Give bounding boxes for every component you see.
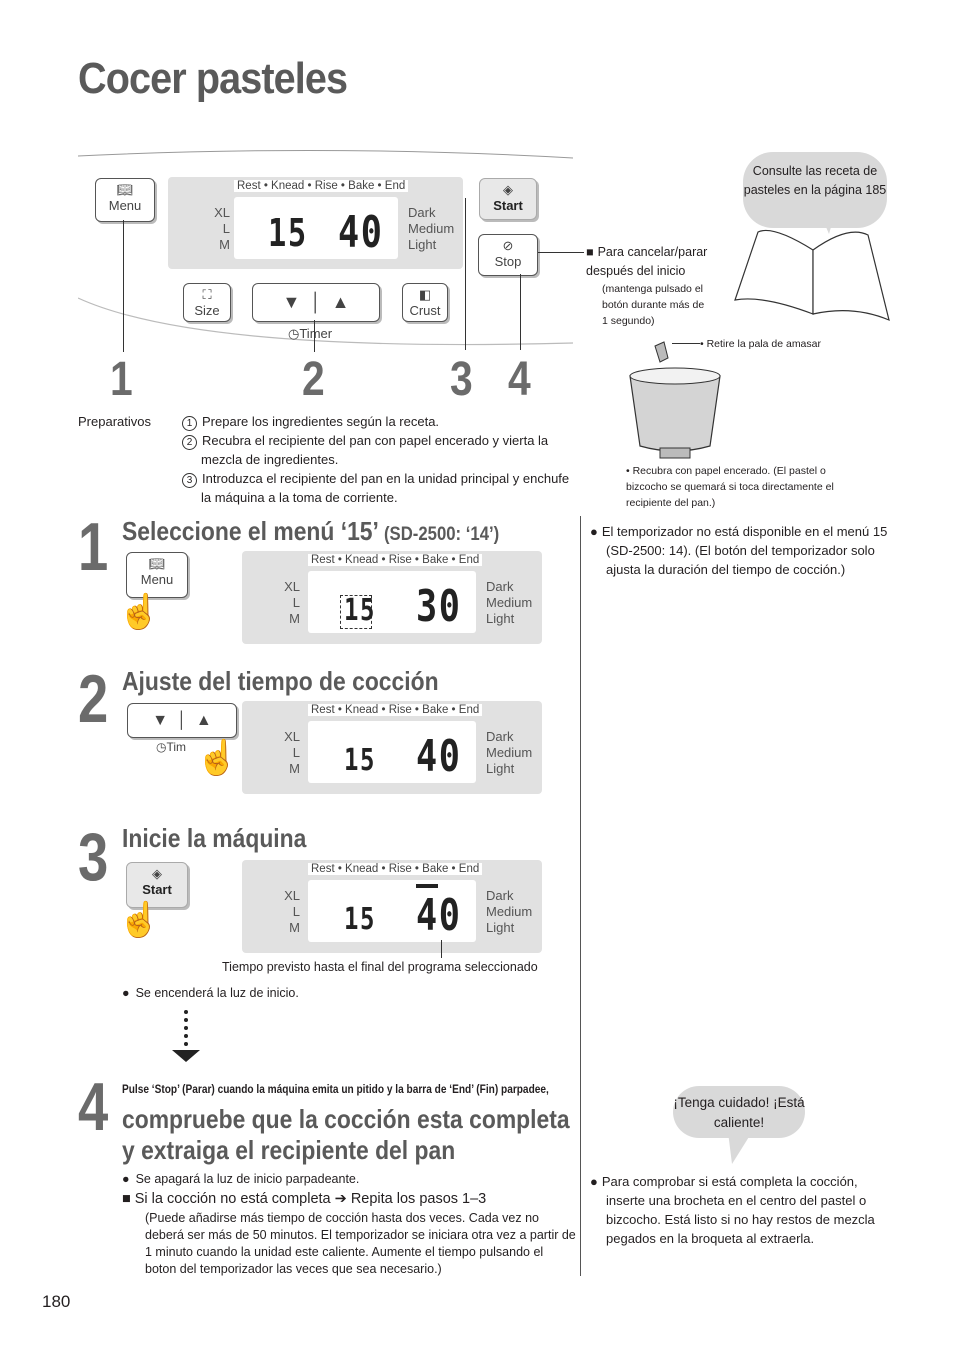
step-3-time: 40 bbox=[416, 890, 462, 941]
menu-button[interactable]: 📖︎ Menu bbox=[95, 178, 155, 222]
callout-1: 1 bbox=[110, 353, 133, 406]
recipe-book-icon bbox=[734, 220, 890, 322]
up-arrow-icon: ▲ bbox=[195, 712, 212, 729]
step-4-pre: Pulse ‘Stop’ (Parar) cuando la máquina e… bbox=[122, 1084, 549, 1096]
callout-4: 4 bbox=[508, 353, 531, 406]
step-1-title: Seleccione el menú ‘15’ (SD-2500: ‘14’) bbox=[122, 516, 500, 546]
step-4-note: Se apagará la luz de inicio parpadeante. bbox=[122, 1170, 360, 1189]
down-arrow-icon: ▼ bbox=[152, 712, 169, 729]
clock-icon: ◷ bbox=[288, 326, 300, 341]
hand-pointer-icon: ☝ bbox=[118, 593, 161, 631]
clock-icon: ◷ bbox=[156, 740, 167, 754]
skewer-note: ●Para comprobar si está completa la cocc… bbox=[590, 1174, 875, 1246]
step-3-title: Inicie la máquina bbox=[122, 823, 307, 853]
stop-icon: ⊘ bbox=[502, 238, 514, 253]
step-2-timer-label: ◷Tim bbox=[156, 740, 187, 754]
step-4-incomplete-detail: (Puede añadirse más tiempo de cocción ha… bbox=[145, 1211, 576, 1276]
stop-note: Para cancelar/parar después del inicio bbox=[586, 243, 726, 281]
column-divider bbox=[580, 516, 581, 1276]
loaf-icon: ⛶ bbox=[202, 287, 212, 302]
step-1-menu-button[interactable]: 📖︎Menu bbox=[126, 552, 188, 598]
step-1-time: 30 bbox=[416, 581, 462, 632]
timer-note: ●El temporizador no está disponible en e… bbox=[590, 524, 888, 577]
page-title: Cocer pasteles bbox=[78, 54, 348, 103]
start-button[interactable]: ◈ Start bbox=[479, 178, 537, 220]
timer-arrows-button[interactable]: ▼ │ ▲ bbox=[252, 283, 380, 322]
step-3-note: Se encenderá la luz de inicio. bbox=[122, 984, 299, 1003]
step-2-number: 2 bbox=[78, 661, 109, 737]
bread-pan-icon bbox=[629, 341, 721, 459]
crust-icon: ◧ bbox=[418, 287, 432, 302]
book-icon: 📖︎ bbox=[148, 556, 166, 571]
pan-note: • Recubra con papel encerado. (El pastel… bbox=[626, 465, 834, 509]
start-icon: ◈ bbox=[503, 182, 513, 197]
step-1-menu-number: 15 bbox=[344, 593, 377, 628]
size-button[interactable]: ⛶ Size bbox=[183, 283, 231, 322]
recipe-bubble: Consulte las receta de pasteles en la pá… bbox=[743, 152, 887, 228]
step-3-number: 3 bbox=[78, 819, 109, 895]
menu-button-label: Menu bbox=[108, 198, 142, 213]
bubble-tail bbox=[728, 1132, 752, 1164]
down-arrow-icon bbox=[172, 1010, 200, 1062]
menu-number: 15 bbox=[268, 211, 308, 255]
step-2-timer-button[interactable]: ▼ │ ▲ bbox=[127, 703, 237, 738]
start-icon: ◈ bbox=[152, 866, 162, 881]
step-4-title-line2: y extraiga el recipiente del pan bbox=[122, 1135, 456, 1165]
program-bar: Rest • Knead • Rise • Bake • End bbox=[234, 180, 409, 192]
step-2-time: 40 bbox=[416, 731, 462, 782]
step-3-menu-number: 15 bbox=[344, 902, 377, 937]
step-4-incomplete: Si la cocción no está completa ➔ Repita … bbox=[122, 1190, 486, 1209]
hand-pointer-icon: ☝ bbox=[118, 901, 161, 939]
stop-button[interactable]: ⊘ Stop bbox=[478, 234, 538, 276]
callout-2: 2 bbox=[302, 353, 325, 406]
step-3-start-button[interactable]: ◈Start bbox=[126, 862, 188, 908]
step-4-number: 4 bbox=[78, 1069, 109, 1145]
step-2-menu-number: 15 bbox=[344, 743, 377, 778]
step-4-title-line1: compruebe que la cocción esta completa bbox=[122, 1104, 570, 1134]
page-number: 180 bbox=[42, 1292, 71, 1311]
prep-label: Preparativos bbox=[78, 414, 151, 429]
crust-button[interactable]: ◧ Crust bbox=[402, 283, 448, 322]
step-3-caption: Tiempo previsto hasta el final del progr… bbox=[222, 960, 538, 974]
down-arrow-icon: ▼ bbox=[282, 292, 301, 312]
time-display: 40 bbox=[338, 207, 384, 258]
progress-segment bbox=[416, 884, 438, 888]
step-1-number: 1 bbox=[78, 509, 109, 585]
book-icon: 📖︎ bbox=[116, 182, 134, 197]
blade-note: • Retire la pala de amasar bbox=[700, 338, 821, 350]
step-2-title: Ajuste del tiempo de cocción bbox=[122, 666, 439, 696]
callout-3: 3 bbox=[450, 353, 473, 406]
panel-outline bbox=[78, 149, 574, 346]
caution-bubble: ¡Tenga cuidado! ¡Está caliente! bbox=[673, 1086, 805, 1138]
timer-label: ◷Timer bbox=[288, 326, 333, 341]
hand-pointer-icon: ☝ bbox=[196, 739, 239, 777]
stop-note-detail: (mantenga pulsado el botón durante más d… bbox=[602, 283, 705, 327]
up-arrow-icon: ▲ bbox=[331, 292, 350, 312]
